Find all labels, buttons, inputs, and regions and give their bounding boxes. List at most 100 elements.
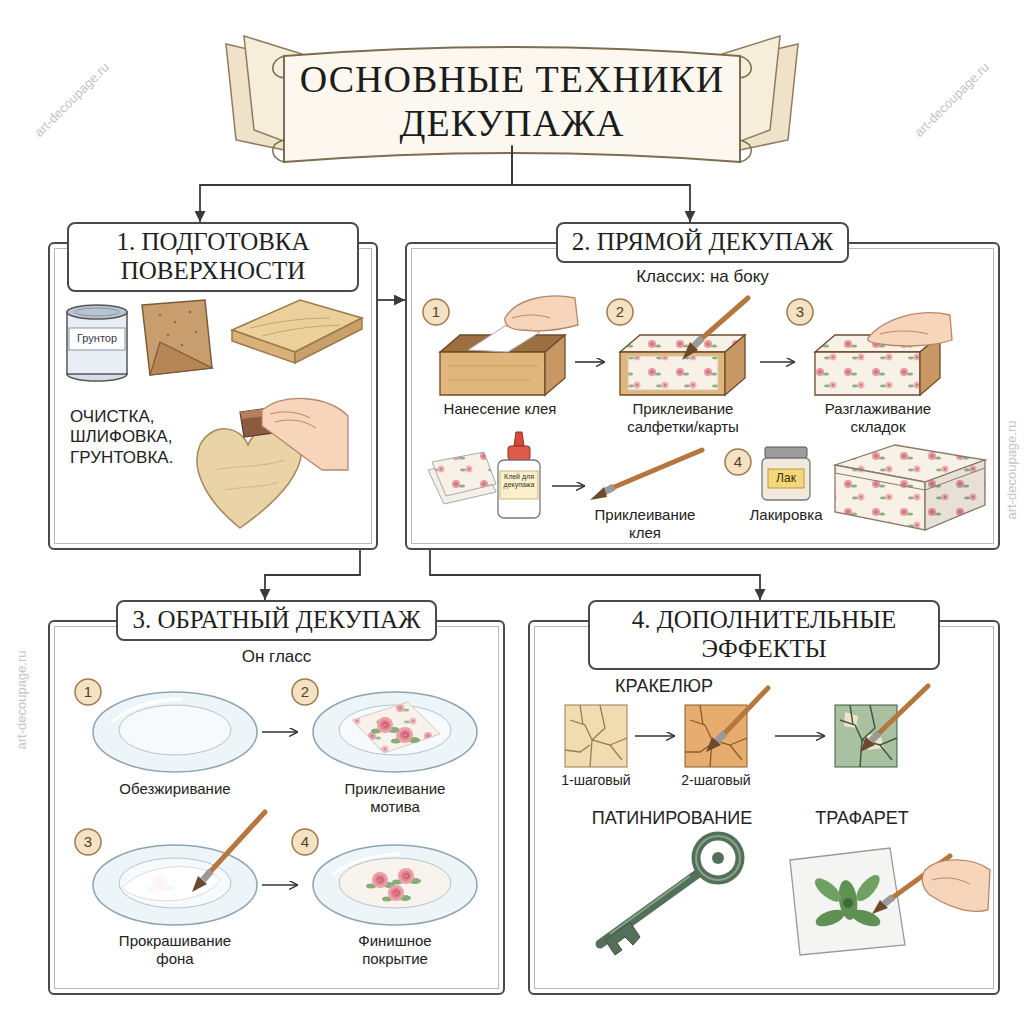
callout-circle: [787, 299, 813, 325]
glass-plate: [352, 702, 440, 753]
stencil: [790, 848, 990, 955]
flow-connector: [200, 145, 512, 222]
napkin-box: [620, 352, 725, 395]
watermark: art-decoupage.ru: [14, 635, 30, 765]
panel-heading: 1. ПОДГОТОВКА ПОВЕРХНОСТИ: [67, 222, 359, 292]
napkin-box: [682, 342, 698, 360]
napkin-box: [620, 335, 745, 352]
panel-frame: [528, 620, 1000, 995]
patina-key: [600, 836, 740, 955]
primer-can: [67, 312, 127, 374]
panel-subtitle: ОЧИСТКА, ШЛИФОВКА, ГРУНТОВКА.: [70, 407, 195, 468]
step-arrow: [262, 884, 298, 886]
glue-bottle: [498, 432, 540, 518]
glass-plate: [122, 867, 220, 901]
craquelure-sample: [565, 686, 928, 767]
step-arrow: [575, 361, 605, 363]
glass-plate: [192, 876, 207, 892]
craquelure-sample: [840, 705, 897, 767]
step-arrow: [262, 731, 298, 733]
step-arrow: [775, 735, 825, 737]
effect-title: ПАТИНИРОВАНИЕ: [572, 808, 772, 830]
craquelure-sample: [565, 705, 627, 767]
stencil: [790, 848, 905, 955]
step-caption: Приклеивание салфетки/карты: [613, 400, 753, 436]
open-box: [440, 296, 578, 395]
varnish-jar: [762, 458, 810, 500]
varnish-jar: [768, 469, 804, 488]
panel-frame: [405, 242, 1000, 550]
bottle-label: Клей для декупажа: [500, 473, 538, 489]
patina-key: [696, 836, 740, 880]
callout-number: 1: [77, 683, 99, 701]
effect-title: КРАКЕЛЮР: [599, 676, 729, 698]
stencil: [843, 898, 853, 908]
varnish-jar: [762, 447, 810, 500]
finished-box: [925, 460, 985, 530]
step-caption: Финишное покрытие: [325, 932, 465, 968]
glass-plate: [313, 692, 477, 772]
napkin-sheets: [428, 452, 496, 504]
panel-heading: 4. ДОПОЛНИТЕЛЬНЫЕ ЭФФЕКТЫ: [588, 600, 940, 670]
step-caption: Разглаживание складок: [808, 400, 948, 436]
step-arrow: [635, 735, 675, 737]
callout-circle: [423, 299, 449, 325]
callout-number: 1: [425, 303, 447, 321]
wooden-heart: [215, 460, 285, 470]
sandpaper: [189, 311, 191, 313]
glue-bottle: [500, 471, 538, 499]
watermark: art-decoupage.ru: [900, 48, 1003, 151]
panel-heading: 2. ПРЯМОЙ ДЕКУПАЖ: [556, 222, 849, 263]
stencil: [884, 897, 893, 904]
sanding-hand: [275, 420, 316, 428]
stencil: [872, 900, 888, 914]
jar-label: Лак: [768, 471, 804, 485]
wood-plank: [295, 318, 362, 363]
effect-title: ТРАФАРЕТ: [792, 808, 932, 830]
callout-number: 2: [294, 683, 316, 701]
title-scroll: [273, 56, 284, 78]
craquelure-sample: [835, 705, 897, 767]
glass-plate: [339, 858, 451, 908]
panel-subtitle: Он гласс: [127, 647, 427, 667]
napkin-box: [700, 298, 748, 340]
step-caption: Прокрашивание фона: [105, 932, 245, 968]
glass-plate: [112, 699, 182, 722]
stencil: [852, 871, 883, 905]
napkin-box: [725, 335, 745, 395]
sandpaper: [142, 300, 212, 375]
craquelure-sample: [878, 686, 928, 734]
wood-plank: [262, 325, 340, 336]
glue-bottle: [508, 446, 530, 460]
stencil: [932, 878, 970, 884]
sanding-hand: [240, 399, 348, 470]
step-caption: Обезжиривание: [100, 780, 250, 798]
craquelure-sample: [724, 688, 768, 734]
technique-panel: 2. ПРЯМОЙ ДЕКУПАЖ Классих: на боку: [405, 222, 1000, 550]
napkin-box: [694, 338, 702, 346]
craquelure-sample: [685, 705, 747, 767]
callout-number: 4: [727, 453, 749, 471]
callout-circle: [292, 829, 318, 855]
step-caption: Приклеивание мотива: [325, 780, 465, 816]
open-box: [545, 335, 565, 395]
panel-subtitle: Классих: на боку: [553, 267, 853, 287]
wooden-heart: [225, 482, 278, 490]
glass-plate: [313, 845, 477, 925]
sanding-hand: [270, 412, 310, 418]
panel-heading: 3. ОБРАТНЫЙ ДЕКУПАЖ: [116, 600, 436, 641]
smoothing-box: [868, 313, 952, 346]
flow-connector: [430, 550, 760, 600]
craquelure-sample: [871, 733, 879, 741]
glass-plate: [392, 868, 421, 885]
callout-number: 4: [294, 833, 316, 851]
brush: [612, 450, 702, 488]
flow-connector: [378, 299, 405, 301]
stencil: [814, 906, 847, 929]
sanding-hand: [262, 399, 348, 470]
open-box: [440, 352, 545, 395]
patina-key: [605, 922, 640, 955]
craquelure-sample: [860, 737, 875, 752]
callout-circle: [75, 679, 101, 705]
